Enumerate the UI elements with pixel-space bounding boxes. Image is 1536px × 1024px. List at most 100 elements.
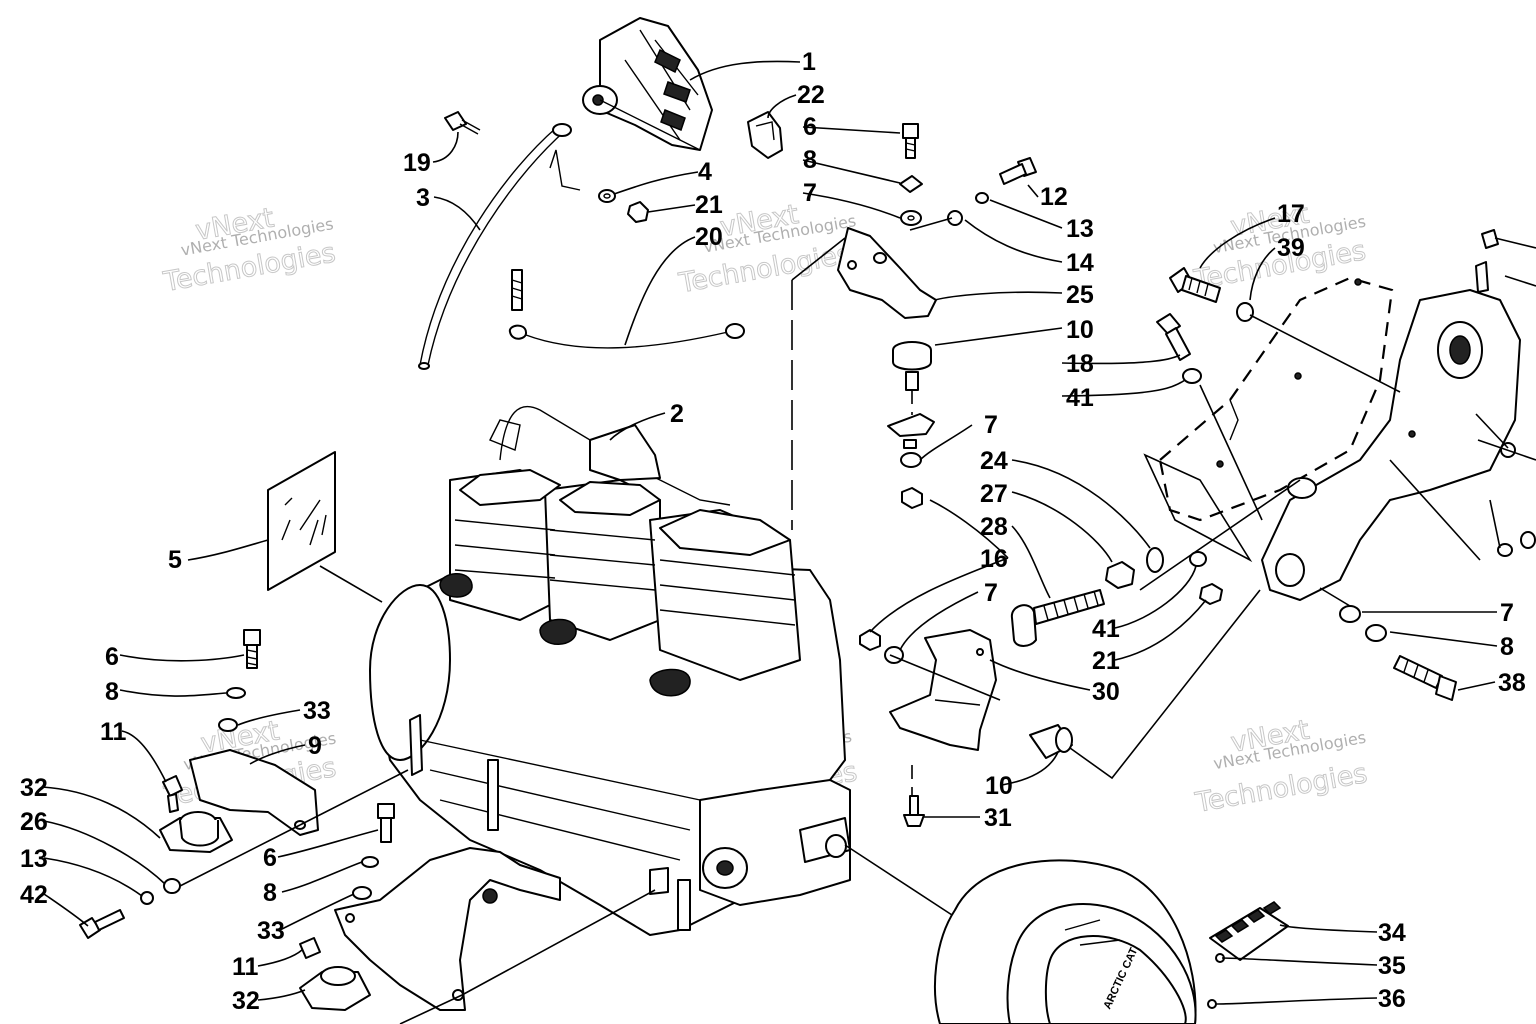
bolt-6-top-part bbox=[902, 123, 919, 159]
washer-8-top-part bbox=[899, 175, 923, 193]
washer-7-mid-part bbox=[887, 413, 935, 468]
callout-6b: 6 bbox=[105, 643, 119, 671]
watermark-top-center: vNext Technologies vNext Technologies bbox=[676, 199, 858, 300]
callout-20: 20 bbox=[695, 223, 723, 251]
engine-plate-right-part bbox=[1261, 289, 1521, 601]
callout-13: 13 bbox=[1066, 215, 1094, 243]
callout-19: 19 bbox=[403, 149, 431, 177]
callout-1: 1 bbox=[802, 48, 816, 76]
callout-22: 22 bbox=[797, 81, 825, 109]
callout-35: 35 bbox=[1378, 952, 1406, 980]
callout-8d: 8 bbox=[1500, 633, 1514, 661]
recoil-cover-part bbox=[582, 17, 713, 151]
callout-14: 14 bbox=[1066, 249, 1094, 277]
nut-27-part bbox=[1105, 561, 1135, 589]
callout-10b: 10 bbox=[985, 772, 1013, 800]
washer-14-part bbox=[947, 210, 963, 226]
bolt-12-part bbox=[999, 157, 1037, 185]
drive-clutch-part: ARCTIC CAT bbox=[934, 859, 1225, 1024]
washer-8-right-part bbox=[1365, 624, 1387, 642]
nut-16-part bbox=[901, 487, 923, 509]
washer-8-left-part bbox=[226, 687, 246, 699]
rubber-mount-10-top-part bbox=[892, 341, 932, 391]
callout-5: 5 bbox=[168, 546, 182, 574]
callout-25: 25 bbox=[1066, 281, 1094, 309]
callout-34: 34 bbox=[1378, 919, 1406, 947]
callout-32: 32 bbox=[20, 774, 48, 802]
bolt-11-left-part bbox=[162, 775, 183, 813]
watermark-top-right: vNext Technologies vNext Technologies bbox=[1191, 198, 1369, 297]
callout-3: 3 bbox=[416, 184, 430, 212]
callout-2: 2 bbox=[670, 400, 684, 428]
bolt-17-part bbox=[1169, 267, 1221, 303]
callout-31: 31 bbox=[984, 804, 1012, 832]
callout-41b: 41 bbox=[1092, 615, 1120, 643]
callout-27: 27 bbox=[980, 480, 1008, 508]
bolt-28-part bbox=[1010, 589, 1105, 647]
washer-7-right-part bbox=[1339, 605, 1361, 623]
callout-42: 42 bbox=[20, 881, 48, 909]
leader-lines bbox=[41, 60, 1536, 1024]
washer-33-left-part bbox=[218, 718, 238, 732]
callout-30: 30 bbox=[1092, 678, 1120, 706]
watermark-top-left: vNext Technologies vNext Technologies bbox=[160, 202, 338, 299]
ground-cable-part bbox=[508, 269, 745, 349]
callout-10: 10 bbox=[1066, 316, 1094, 344]
bolt-31-part bbox=[903, 795, 925, 827]
washer-26-part bbox=[163, 878, 181, 894]
bolt-18-part bbox=[1156, 313, 1191, 361]
callout-21: 21 bbox=[695, 191, 723, 219]
washer-39-part bbox=[1236, 302, 1254, 322]
callout-26: 26 bbox=[20, 808, 48, 836]
callout-7d: 7 bbox=[1500, 599, 1514, 627]
callout-18: 18 bbox=[1066, 350, 1094, 378]
dashed-plate-part bbox=[1158, 276, 1394, 522]
washer-41-top-part bbox=[1182, 368, 1202, 384]
callout-11: 11 bbox=[100, 718, 127, 746]
callout-9: 9 bbox=[308, 732, 322, 760]
callout-36: 36 bbox=[1378, 985, 1406, 1013]
bolt-19-part bbox=[444, 111, 481, 135]
washer-24-part bbox=[1146, 547, 1164, 573]
callout-6: 6 bbox=[803, 113, 817, 141]
callout-4: 4 bbox=[698, 158, 712, 186]
callout-17: 17 bbox=[1277, 200, 1305, 228]
washer-13-top-part bbox=[975, 192, 989, 204]
bracket-25-part bbox=[837, 227, 937, 319]
nut-21-mid-part bbox=[1199, 583, 1223, 605]
callout-6c: 6 bbox=[263, 844, 277, 872]
washer-13-left-part bbox=[140, 891, 154, 905]
starter-handle-part bbox=[747, 111, 783, 159]
washer-41-mid-part bbox=[1189, 551, 1207, 567]
washer-4-part bbox=[598, 189, 616, 203]
callout-8c: 8 bbox=[263, 879, 277, 907]
callout-38: 38 bbox=[1498, 669, 1526, 697]
rubber-mount-10-lower-part bbox=[1029, 724, 1073, 759]
callout-labels: 1 22 6 19 4 8 12 3 21 7 13 20 14 17 39 2… bbox=[20, 48, 1526, 1015]
callout-41: 41 bbox=[1066, 384, 1094, 412]
callout-33: 33 bbox=[303, 697, 331, 725]
rubber-mount-32-bottom-part bbox=[299, 966, 371, 1011]
drive-belt-34-part bbox=[1209, 901, 1289, 961]
engine-block-part bbox=[369, 405, 851, 936]
washer-7-top-part bbox=[900, 210, 922, 226]
rubber-mount-32-left-part bbox=[159, 811, 233, 853]
washer-8-bottom-part bbox=[361, 856, 379, 868]
callout-8: 8 bbox=[803, 146, 817, 174]
callout-24: 24 bbox=[980, 447, 1008, 475]
engine-mount-bottom-part bbox=[334, 847, 561, 1011]
bolt-6-left-part bbox=[243, 629, 261, 669]
hose-part bbox=[418, 123, 581, 370]
callout-7: 7 bbox=[803, 179, 817, 207]
callout-12: 12 bbox=[1040, 183, 1068, 211]
bolt-6-bottom-part bbox=[377, 803, 395, 843]
callout-13b: 13 bbox=[20, 845, 48, 873]
callout-8b: 8 bbox=[105, 678, 119, 706]
washer-33-bottom-part bbox=[352, 886, 372, 900]
callout-21b: 21 bbox=[1092, 647, 1120, 675]
nut-21-part bbox=[627, 201, 649, 223]
right-edge-parts bbox=[1475, 229, 1536, 557]
callout-28: 28 bbox=[980, 513, 1008, 541]
callout-11b: 11 bbox=[232, 953, 259, 981]
